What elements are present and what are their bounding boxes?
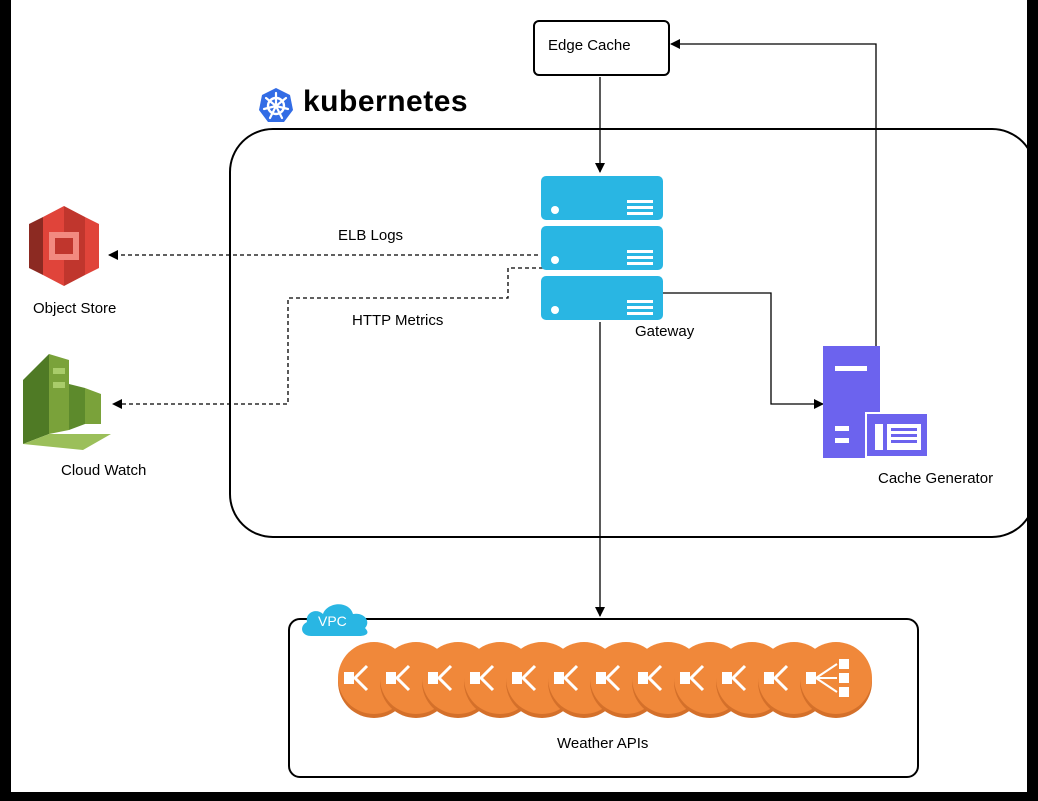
cache-generator-to-edge-cache-arrow [670,39,877,346]
edge-cache-label: Edge Cache [548,37,631,54]
edge-cache-box[interactable]: Edge Cache [533,20,670,76]
vpc-cloud-icon [302,604,368,636]
connectors [108,39,877,617]
kubernetes-cluster-boundary [229,128,1027,538]
server-unit [541,176,663,320]
cloud-watch-icon[interactable] [23,354,113,450]
cache-generator-icon[interactable] [823,346,929,458]
kubernetes-title: kubernetes [303,85,469,118]
weather-apis-icon-row[interactable] [329,637,879,719]
gateway-server-icon[interactable] [541,176,663,322]
object-store-label: Object Store [33,300,117,317]
architecture-diagram: Edge Cache kubernetes [11,0,1027,792]
http-metrics-arrow [112,267,571,409]
cache-generator-label: Cache Generator [878,470,994,487]
http-metrics-label: HTTP Metrics [352,312,444,329]
cloud-watch-label: Cloud Watch [61,462,147,479]
weather-apis-label: Weather APIs [557,735,649,752]
vpc-label: VPC [318,613,347,629]
api-coin-stack [338,642,872,718]
kubernetes-logo-icon [259,88,293,122]
gateway-to-cache-generator-arrow [661,292,824,409]
elb-logs-label: ELB Logs [338,227,404,244]
object-store-s3-icon[interactable] [29,206,99,286]
gateway-label: Gateway [635,323,695,340]
